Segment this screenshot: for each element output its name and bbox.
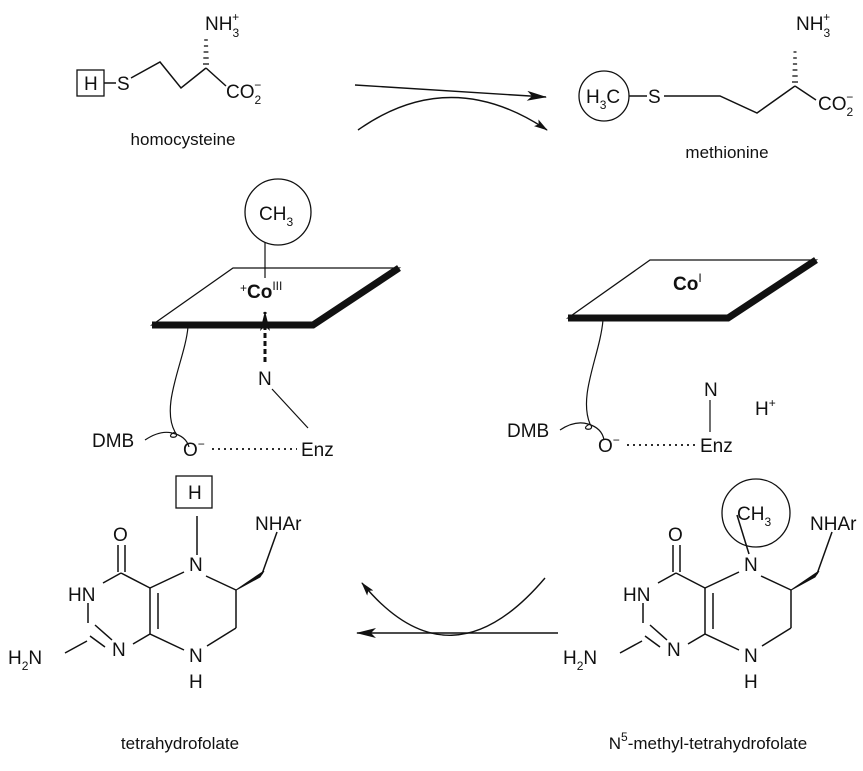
carboxylate-label: CO2− — [226, 78, 262, 107]
sulfur-label: S — [117, 74, 130, 95]
hydrogen-label: H — [84, 74, 98, 95]
methionine-structure: H3C S NH3+ CO2− methionine — [578, 10, 854, 162]
dmb-o-link — [144, 431, 190, 448]
thf-bonds — [64, 516, 278, 654]
bottom-reaction-arrows — [356, 577, 558, 638]
methyl-circle — [721, 478, 791, 548]
hn-label: HN — [68, 585, 95, 606]
oxide-label: O− — [183, 437, 205, 461]
n8-label: N — [744, 646, 758, 667]
nhar-label: NHAr — [255, 514, 302, 535]
n8-hydrogen-label: H — [744, 672, 758, 693]
carbonyl-oxygen-label: O — [668, 525, 683, 546]
enzyme-label: Enz — [700, 436, 733, 457]
ring-nitrogen-label: N — [667, 640, 681, 661]
top-curved-arrow — [357, 96, 548, 131]
dmb-tether — [584, 319, 604, 430]
carboxyl-bond — [205, 67, 227, 87]
bottom-curved-arrow — [361, 577, 546, 636]
proton-label: H+ — [755, 396, 776, 420]
cobalt-iii-label: +CoIII — [240, 279, 282, 303]
homocysteine-caption: homocysteine — [131, 130, 236, 149]
amino-group-label: NH3+ — [205, 10, 239, 40]
corrin-plane-thick-edge — [152, 265, 401, 329]
methyl-label: CH3 — [259, 204, 293, 229]
methyl-label: H3C — [586, 87, 620, 112]
methyl-circle — [244, 178, 312, 246]
tetrahydrofolate-caption: tetrahydrofolate — [121, 734, 239, 753]
sulfur-label: S — [648, 87, 661, 108]
n5-label: N — [189, 555, 203, 576]
n-enz-bond — [271, 388, 309, 429]
carboxylate-label: CO2− — [818, 90, 854, 119]
boxed-hydrogen-label: H — [188, 483, 202, 504]
n8-hydrogen-label: H — [189, 672, 203, 693]
homocysteine-structure: H S NH3+ CO2− homocysteine — [76, 10, 262, 149]
carbonyl-oxygen-label: O — [113, 525, 128, 546]
hydrogen-box — [175, 475, 213, 509]
ring-nitrogen-label: N — [112, 640, 126, 661]
cobalt-i-label: CoI — [673, 271, 702, 295]
methyl-label: CH3 — [737, 504, 771, 529]
methionine-caption: methionine — [685, 143, 768, 162]
methionine-chain — [664, 85, 796, 114]
mthf-bonds — [619, 514, 833, 654]
histidine-nitrogen-label: N — [258, 369, 272, 390]
amino-group-label: NH3+ — [796, 10, 830, 40]
n5-methyl-thf-structure: CH3 O N NHAr HN N H2N N H N5-methyl-tetr… — [563, 478, 857, 753]
nhar-label: NHAr — [810, 514, 857, 535]
corrin-plane-thick-edge — [568, 257, 818, 322]
wedge-bond — [235, 570, 265, 591]
amino-hash-bond — [792, 51, 798, 83]
n5-label: N — [744, 555, 758, 576]
cob-i-alamin-right: CoI N H+ DMB O− Enz — [507, 257, 819, 457]
dmb-tether — [169, 326, 189, 438]
histidine-nitrogen-label: N — [704, 380, 718, 401]
carboxyl-bond — [794, 85, 817, 101]
dmb-o-link — [559, 422, 605, 441]
top-reaction-arrows — [354, 84, 548, 131]
dmb-label: DMB — [507, 421, 549, 442]
oxide-label: O− — [598, 433, 620, 457]
hn-label: HN — [623, 585, 650, 606]
wedge-bond — [790, 570, 820, 591]
methylcobalamin-left: CH3 +CoIII N DMB O− Enz — [92, 178, 402, 461]
amine-label: H2N — [8, 648, 42, 673]
n8-label: N — [189, 646, 203, 667]
dmb-label: DMB — [92, 431, 134, 452]
enzyme-label: Enz — [301, 440, 334, 461]
amino-hash-bond — [203, 39, 209, 65]
tetrahydrofolate-structure: H O N NHAr HN N H2N N H tetrahydrofolate — [8, 475, 302, 753]
amine-label: H2N — [563, 648, 597, 673]
methyl-thf-caption: N5-methyl-tetrahydrofolate — [609, 730, 808, 753]
top-straight-arrow — [354, 84, 547, 101]
homocysteine-chain — [130, 61, 207, 90]
